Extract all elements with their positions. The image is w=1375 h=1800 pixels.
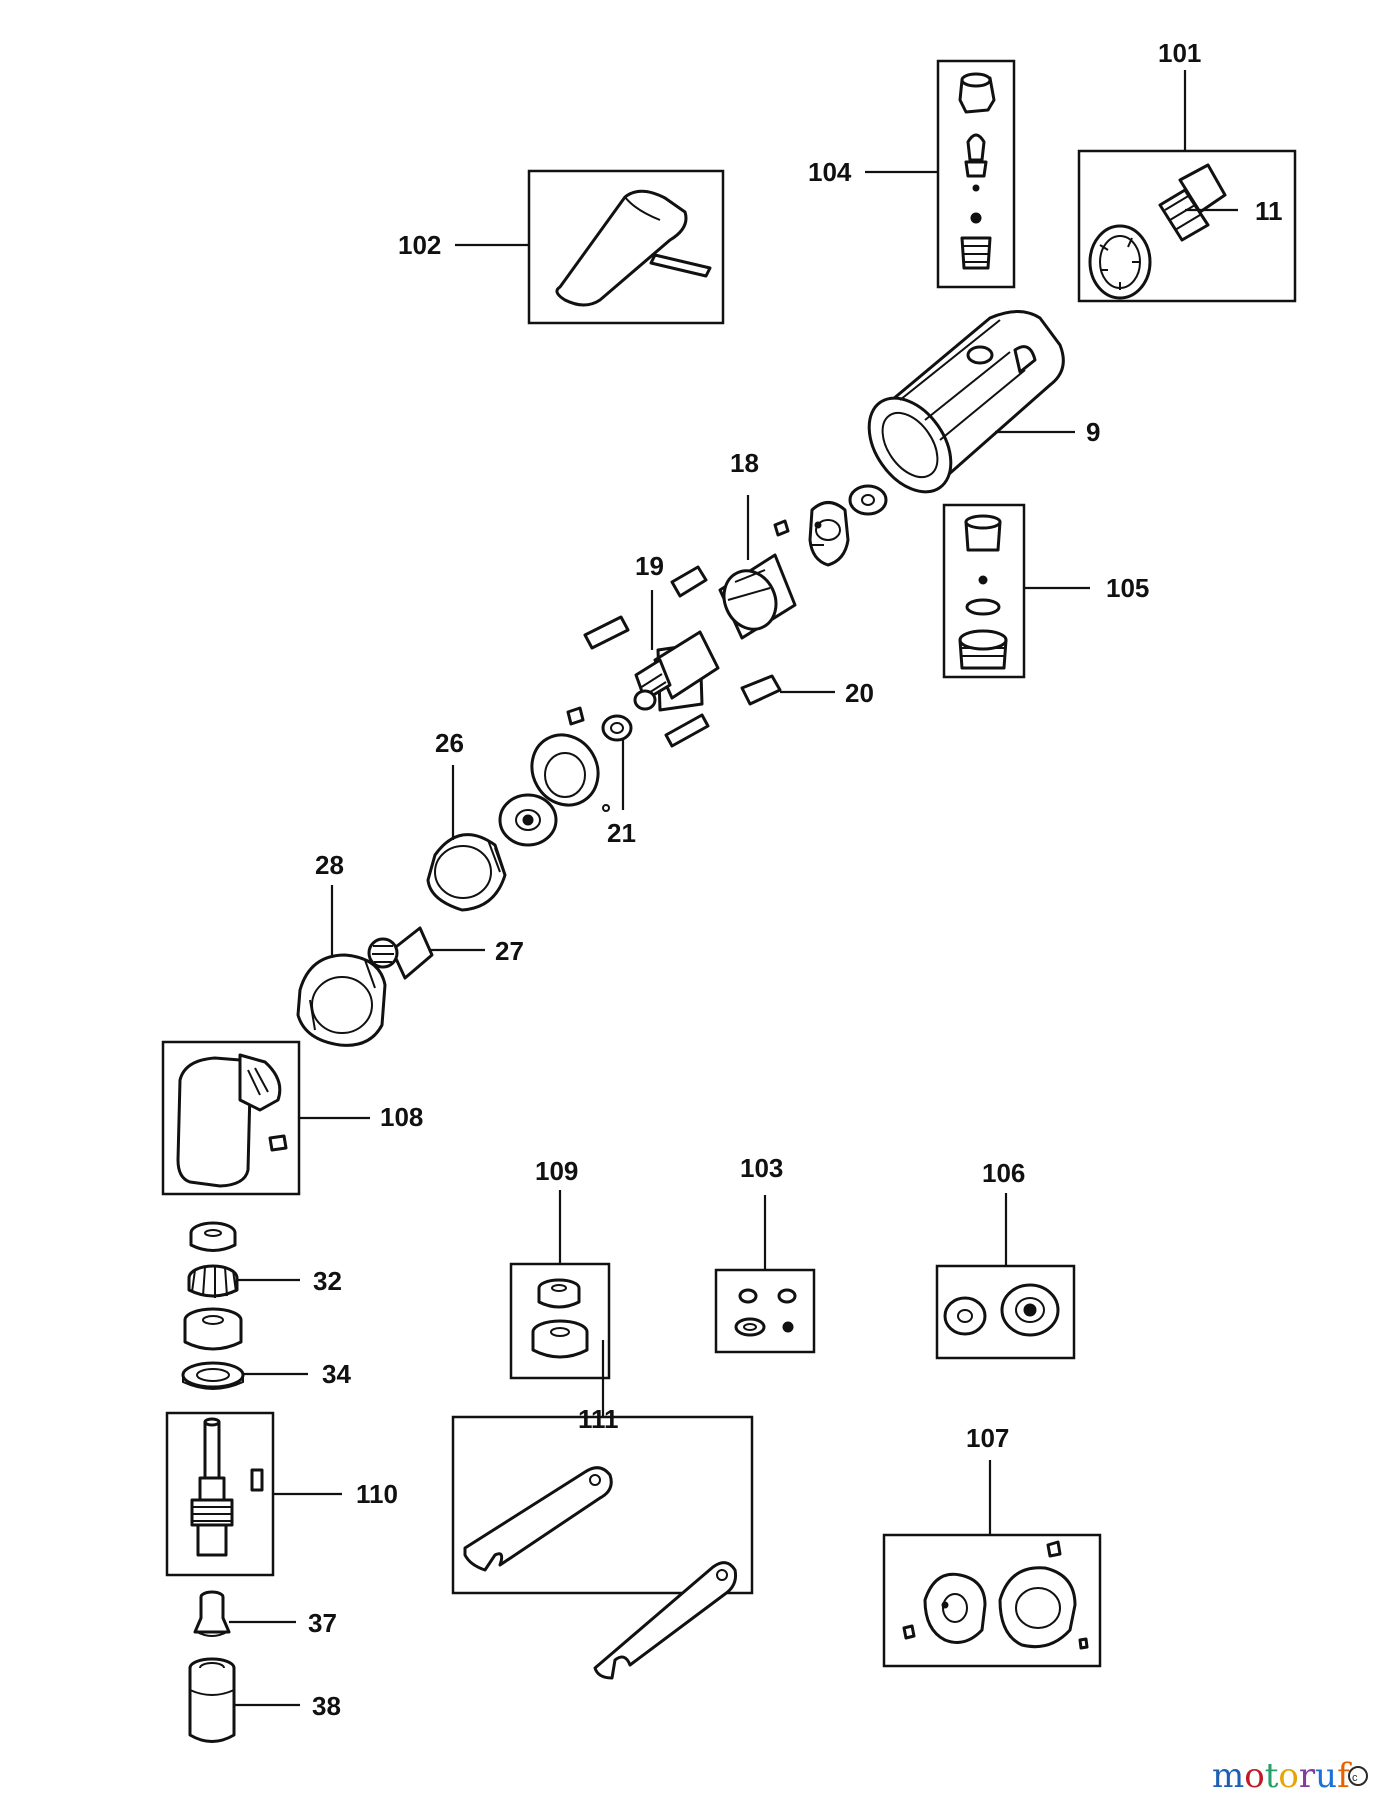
part-38-nut	[188, 1657, 236, 1743]
label-38: 38	[312, 1691, 341, 1721]
part-spacer	[183, 1307, 243, 1351]
part-pin	[566, 706, 585, 726]
watermark-text: motoruf	[1212, 1756, 1352, 1796]
watermark-letter: r	[1299, 1756, 1316, 1796]
part-bearing	[498, 793, 558, 847]
part-cylinder-block	[808, 501, 850, 567]
label-101: 101	[1158, 38, 1201, 68]
part-34-washer	[181, 1361, 245, 1390]
label-18: 18	[730, 448, 759, 478]
watermark-letter: t	[1265, 1756, 1279, 1796]
label-111: 111	[578, 1404, 619, 1434]
label-103: 103	[740, 1153, 783, 1183]
watermark-logo: motoruf c	[1212, 1756, 1368, 1796]
part-108-head-group	[161, 1040, 301, 1196]
part-37-collet	[193, 1590, 231, 1637]
part-109-group	[509, 1262, 611, 1380]
label-26: 26	[435, 728, 464, 758]
part-19-shaft	[633, 630, 720, 711]
part-21-ring	[601, 714, 633, 742]
svg-text:c: c	[1352, 1772, 1358, 1784]
part-9-housing	[867, 310, 1065, 494]
label-34: 34	[322, 1359, 351, 1389]
part-107-group	[882, 1533, 1102, 1668]
part-18-rotor	[718, 553, 797, 640]
label-104: 104	[808, 157, 852, 187]
part-103-group	[714, 1268, 816, 1354]
watermark-letter: u	[1315, 1756, 1337, 1796]
label-21: 21	[607, 818, 636, 848]
watermark-letter: f	[1337, 1756, 1352, 1796]
label-27: 27	[495, 936, 524, 966]
label-37: 37	[308, 1608, 337, 1638]
part-vane	[664, 713, 710, 748]
label-28: 28	[315, 850, 344, 880]
part-101-group	[1077, 149, 1297, 303]
part-26-ring	[426, 833, 507, 912]
part-washer-top	[189, 1221, 237, 1252]
label-108: 108	[380, 1102, 423, 1132]
part-28-collar	[296, 953, 387, 1047]
part-32-gear	[187, 1264, 239, 1298]
watermark-letter: o	[1278, 1756, 1298, 1796]
part-pin	[773, 519, 790, 537]
part-vane	[670, 565, 708, 598]
label-106: 106	[982, 1158, 1025, 1188]
label-107: 107	[966, 1423, 1009, 1453]
part-105-group	[942, 503, 1026, 679]
watermark-letter: o	[1244, 1756, 1264, 1796]
part-washer	[848, 484, 888, 516]
label-9: 9	[1086, 417, 1100, 447]
part-111-wrenches-group	[451, 1415, 754, 1680]
label-20: 20	[845, 678, 874, 708]
label-19: 19	[635, 551, 664, 581]
part-end-plate	[530, 733, 600, 807]
label-32: 32	[313, 1266, 342, 1296]
label-102: 102	[398, 230, 441, 260]
watermark-letter: m	[1212, 1756, 1244, 1796]
label-105: 105	[1106, 573, 1149, 603]
part-104-valve-group	[936, 59, 1016, 289]
label-110: 110	[356, 1479, 398, 1509]
part-vane	[583, 615, 630, 650]
part-106-group	[935, 1264, 1076, 1360]
part-20-vane	[740, 674, 782, 706]
label-109: 109	[535, 1156, 578, 1186]
part-110-spindle-group	[165, 1411, 275, 1577]
part-102-lever-group	[527, 169, 725, 325]
part-27-pinion	[367, 926, 434, 980]
label-11: 11	[1255, 196, 1283, 226]
